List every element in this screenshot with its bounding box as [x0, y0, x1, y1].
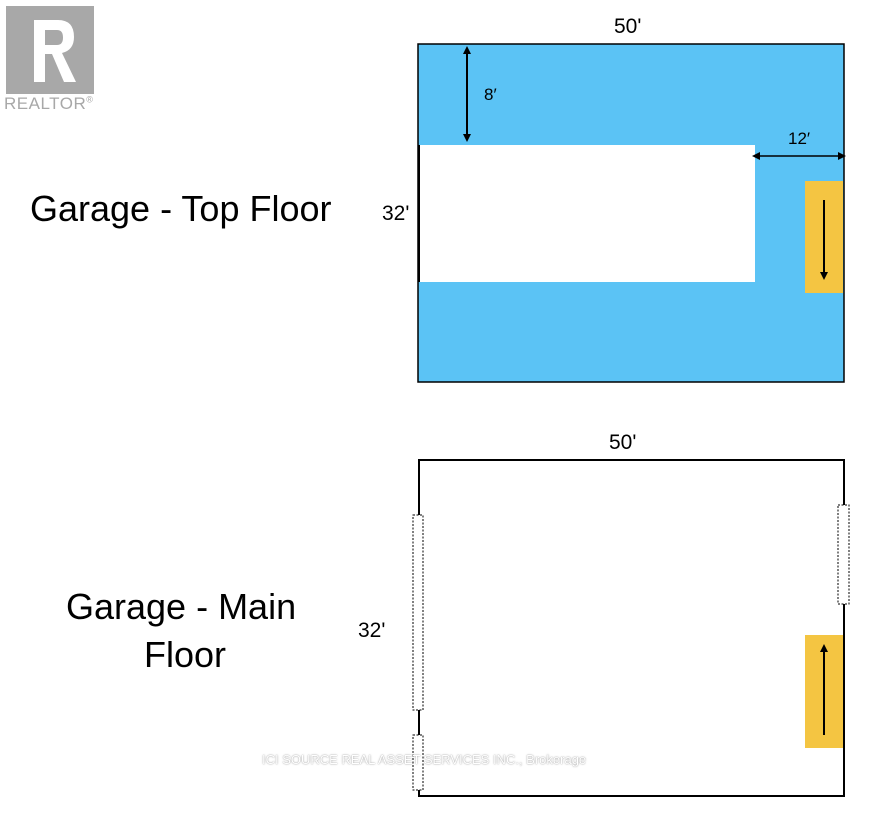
dim-12ft-label: 12′ — [788, 129, 811, 148]
main-floor-title-line1: Garage - Main — [66, 586, 297, 627]
left-door-lower — [412, 734, 424, 791]
dim-8ft-label: 8′ — [484, 85, 497, 104]
top-floor-depth-label: 32' — [382, 202, 410, 225]
realtor-logo-text: REALTOR® — [4, 94, 94, 113]
top-floor-open-cutout — [419, 145, 755, 282]
main-floor-title-line2: Floor — [144, 634, 227, 675]
left-door-upper — [412, 514, 424, 711]
main-floor-depth-label: 32' — [358, 619, 386, 642]
top-floor-title: Garage - Top Floor — [30, 188, 332, 229]
brokerage-watermark: ICI SOURCE REAL ASSET SERVICES INC., Bro… — [262, 752, 587, 767]
realtor-r-logo-icon — [6, 6, 94, 94]
main-floor-width-label: 50' — [609, 431, 637, 454]
main-floor-outline — [418, 459, 845, 797]
main-floor-plan — [412, 459, 850, 797]
top-floor-plan — [417, 43, 846, 383]
top-floor-width-label: 50' — [614, 15, 642, 38]
right-door — [837, 504, 850, 605]
